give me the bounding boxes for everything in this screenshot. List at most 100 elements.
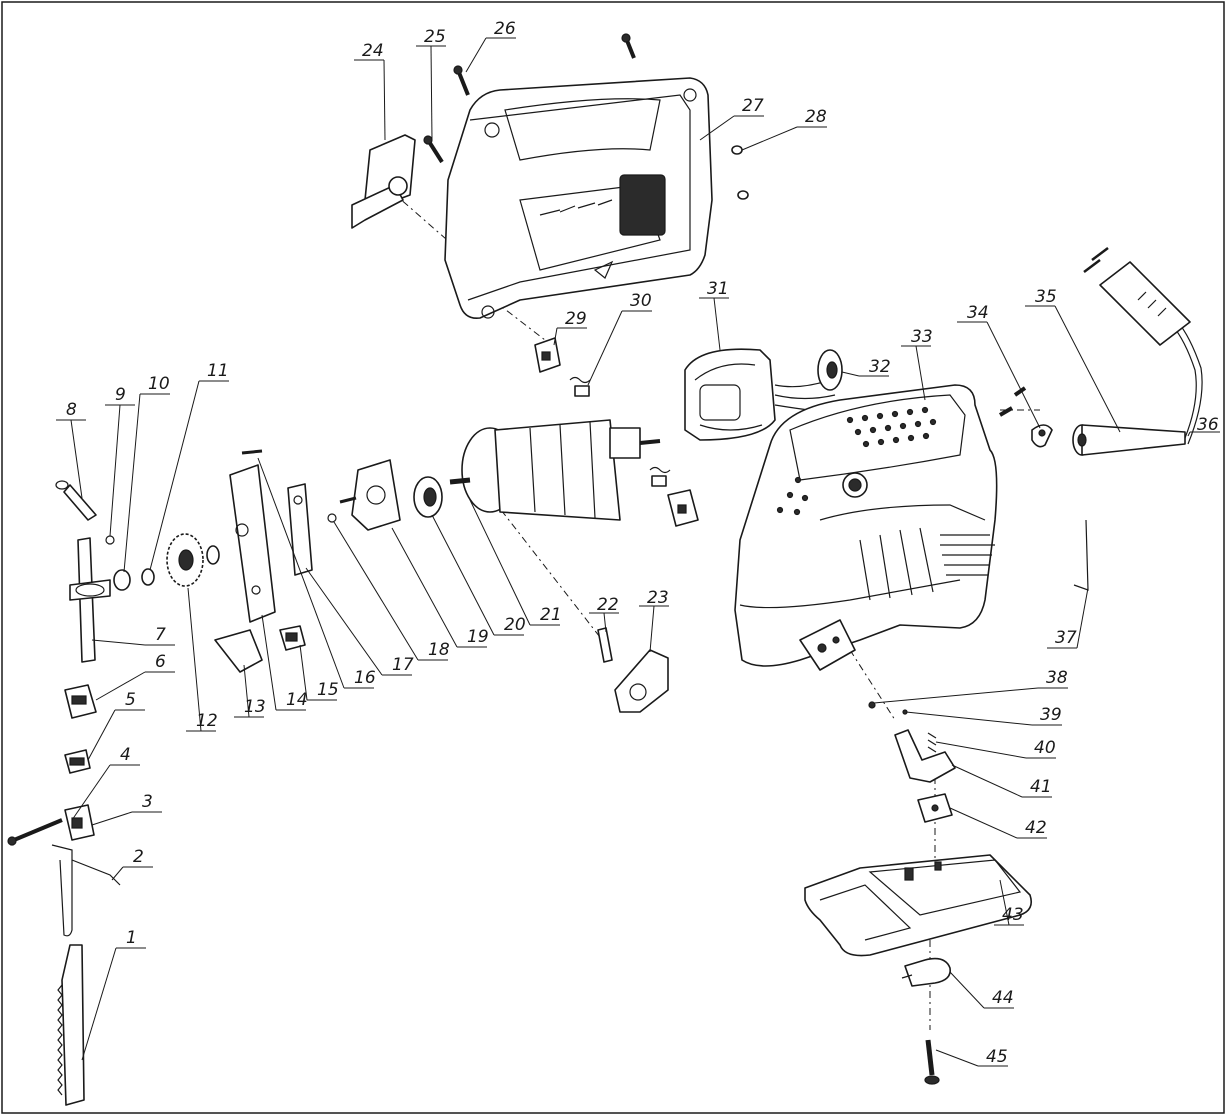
part-15-block [279, 625, 306, 651]
callout-leader-line [431, 514, 495, 636]
callout-39: 39 [905, 705, 1062, 726]
callout-leader-line [587, 310, 623, 386]
part-number-label: 19 [467, 627, 489, 647]
callout-12: 12 [186, 587, 218, 732]
part-20-bearing [413, 476, 443, 518]
part-number-label: 5 [125, 690, 136, 710]
callout-leader-line [257, 457, 345, 689]
part-17-bracket [287, 483, 313, 576]
callout-leader-line [333, 521, 419, 661]
part-number-label: 8 [66, 400, 77, 420]
part-21-armature [449, 419, 661, 521]
part-number-label: 13 [244, 697, 266, 717]
callout-leader-line [949, 971, 985, 1009]
part-13-guide [214, 629, 263, 673]
part-number-label: 38 [1046, 668, 1068, 688]
callout-leader-line [111, 866, 124, 881]
callout-leader-line [109, 404, 121, 537]
part-16-pin [241, 449, 263, 455]
part-32-bearing [817, 349, 843, 391]
callout-31: 31 [699, 279, 729, 351]
part-45-screw [924, 1039, 940, 1085]
part-number-label: 10 [148, 374, 170, 394]
part-number-label: 7 [155, 625, 166, 645]
part-number-label: 41 [1030, 777, 1052, 797]
part-3-clamp [64, 804, 95, 841]
part-number-label: 4 [120, 745, 131, 765]
callout-leader-line [915, 345, 926, 401]
callout-leader-line [603, 612, 607, 633]
part-12-gear [166, 533, 220, 587]
part-number-label: 30 [630, 291, 652, 311]
callout-23: 23 [639, 588, 669, 653]
part-40-spring [927, 732, 937, 753]
callout-leader-line [299, 644, 308, 701]
part-number-label: 43 [1002, 905, 1024, 925]
callout-42: 42 [949, 807, 1047, 839]
callout-leader-line [81, 947, 117, 1061]
callout-17: 17 [305, 567, 414, 676]
part-number-label: 33 [911, 327, 933, 347]
part-number-label: 26 [494, 19, 516, 39]
callout-14: 14 [261, 614, 308, 711]
callout-leader-line [935, 1049, 979, 1067]
callout-44: 44 [949, 971, 1014, 1009]
part-28-pin [731, 145, 749, 200]
callout-22: 22 [589, 595, 619, 633]
part-14-gear-plate [229, 464, 276, 623]
part-number-label: 32 [869, 357, 891, 377]
part-number-label: 44 [992, 988, 1014, 1008]
part-42-square-nut [917, 793, 953, 823]
part-number-label: 21 [540, 605, 562, 625]
part-22-pin [597, 627, 613, 663]
callout-leader-line [649, 605, 655, 653]
part-number-label: 40 [1034, 738, 1056, 758]
callout-leader-line [741, 126, 798, 151]
part-number-label: 42 [1025, 818, 1047, 838]
callout-leader-line [935, 741, 1027, 759]
callout-36: 36 [1187, 415, 1220, 437]
callout-1: 1 [81, 928, 146, 1061]
callout-leader-line [70, 419, 83, 499]
callout-leader-line [1076, 587, 1089, 649]
part-number-label: 34 [967, 303, 989, 323]
callout-34: 34 [957, 303, 1041, 429]
part-29-brush-holder-lower [667, 489, 699, 527]
part-number-label: 25 [424, 27, 446, 47]
part-number-label: 37 [1055, 628, 1077, 648]
part-24-switch [351, 134, 416, 229]
callout-26: 26 [465, 19, 516, 73]
part-38-ball [868, 701, 876, 709]
part-number-label: 35 [1035, 287, 1057, 307]
callout-leader-line [986, 321, 1041, 429]
callout-33: 33 [901, 327, 933, 401]
part-43-base-plate [804, 854, 1033, 957]
callout-19: 19 [391, 527, 489, 648]
callout-40: 40 [935, 738, 1056, 759]
callout-leader-line [1054, 305, 1121, 433]
callout-35: 35 [1025, 287, 1121, 433]
callout-38: 38 [873, 668, 1068, 704]
callout-leader-line [949, 807, 1018, 839]
callout-leader-line [305, 567, 383, 676]
part-7-plunger [69, 537, 111, 663]
part-number-label: 6 [155, 652, 166, 672]
part-37-hex-key [1073, 519, 1089, 591]
callout-leader-line [465, 37, 487, 73]
callout-leader-line [91, 639, 146, 646]
callout-20: 20 [431, 514, 526, 636]
part-25-screw [423, 135, 444, 164]
part-2-spring-clip [51, 844, 121, 937]
callout-30: 30 [587, 291, 652, 386]
part-number-label: 11 [207, 361, 229, 381]
part-number-label: 27 [742, 96, 764, 116]
callout-leader-line [149, 380, 200, 571]
part-27-housing-half [444, 77, 713, 320]
callout-2: 2 [111, 847, 153, 881]
part-33-motor-housing [734, 384, 998, 671]
part-number-label: 31 [707, 279, 729, 299]
callout-leader-line [91, 811, 133, 826]
callout-leader-line [391, 527, 458, 648]
callout-leader-line [841, 371, 860, 377]
